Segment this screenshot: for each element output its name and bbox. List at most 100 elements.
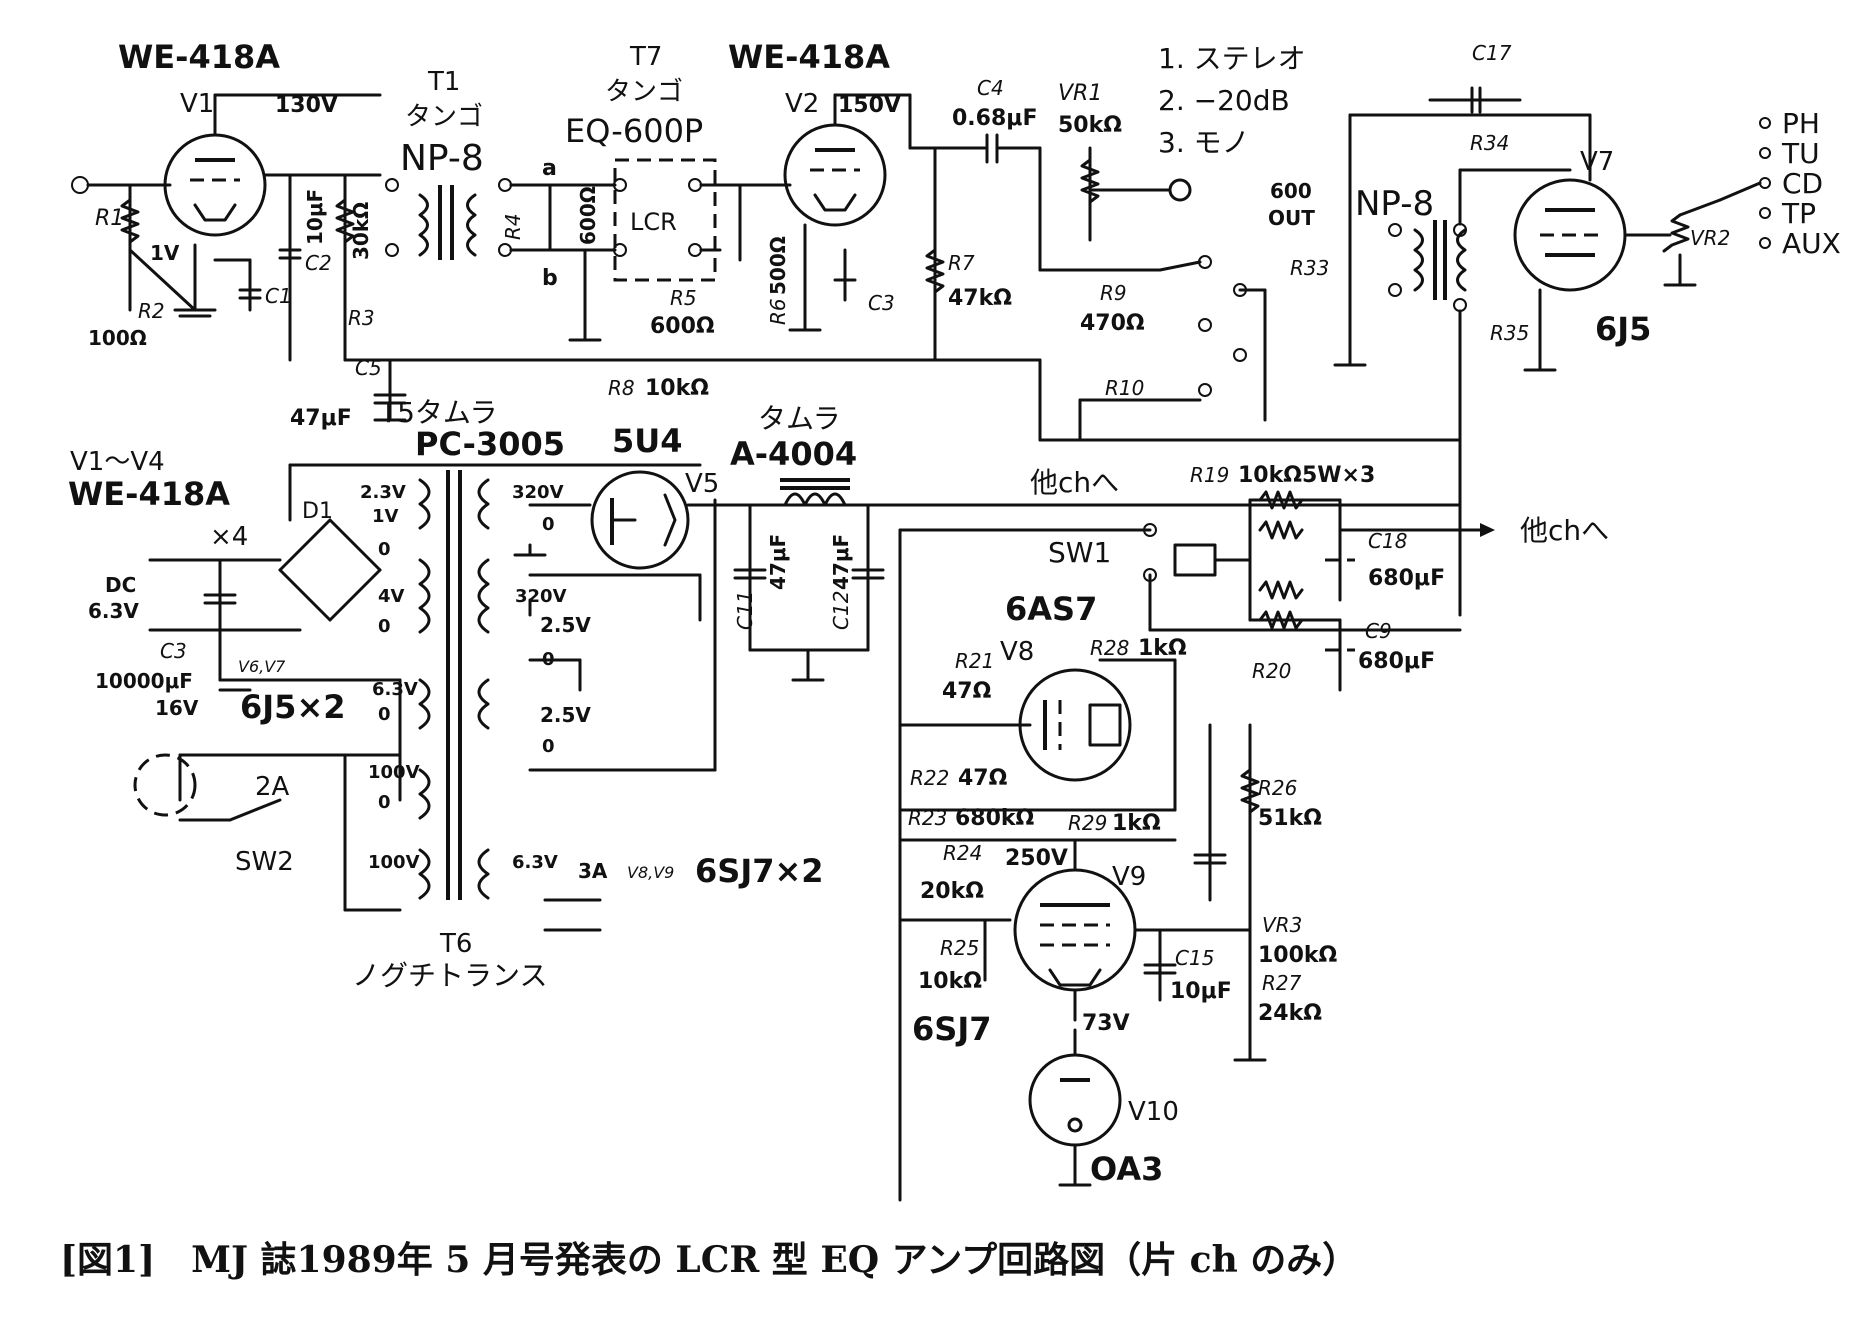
r26-value: 51kΩ: [1258, 806, 1322, 831]
c15-label: C15: [1175, 946, 1214, 970]
r4-label: R4: [501, 213, 525, 240]
input-a-label: a: [542, 156, 557, 181]
v8-label: V8: [1000, 637, 1034, 667]
other-ch-label-1: 他chへ: [1030, 466, 1119, 499]
vr1-label: VR1: [1058, 81, 1102, 106]
v1-stage: [71, 93, 937, 422]
tap-0e: 0: [542, 514, 555, 535]
input-cd[interactable]: CD: [1782, 167, 1823, 200]
mode-2-label: 2. −20dB: [1158, 84, 1290, 117]
v10-type-label: OA3: [1090, 1150, 1163, 1188]
tap-2-5v-b: 2.5V: [540, 703, 591, 727]
v10-label: V10: [1128, 1097, 1179, 1127]
r19-label: R19: [1190, 463, 1229, 487]
vr3-value: 100kΩ: [1258, 943, 1338, 968]
v7-type-label: 6J5: [1595, 310, 1651, 348]
heater-tubes-label: V1～V4: [70, 447, 165, 477]
tap-0a: 0: [378, 539, 391, 560]
mode-1-label: 1. ステレオ: [1158, 42, 1306, 75]
figure-caption: [図1] MJ 誌1989年 5 月号発表の LCR 型 EQ アンプ回路図（片…: [60, 1239, 1358, 1281]
v1-plate-voltage: 130V: [275, 93, 338, 118]
t7-label: T7: [629, 42, 662, 72]
c3a-label: C3: [868, 291, 895, 315]
vr2-label: VR2: [1690, 226, 1730, 250]
r33-label: R33: [1290, 256, 1329, 280]
v2-type-label: WE-418A: [728, 38, 890, 76]
r21-label: R21: [955, 649, 994, 673]
c3p-label: C3: [160, 639, 187, 663]
r26-resistor: [1240, 768, 1260, 814]
heater-count-label: ×4: [210, 522, 248, 552]
tap-320v-a: 320V: [512, 482, 564, 503]
c4-value: 0.68μF: [952, 106, 1038, 131]
input-dot-tu: [1759, 147, 1771, 159]
d1-label: D1: [302, 499, 333, 524]
r23-label: R23: [908, 806, 947, 830]
vr1-jack: [1168, 178, 1192, 202]
r21-value: 47Ω: [942, 679, 992, 704]
c12-label: C12: [829, 591, 853, 630]
r8-value: 10kΩ: [645, 376, 709, 401]
r2-label: R2: [138, 299, 165, 323]
r28-value: 1kΩ: [1138, 636, 1187, 661]
v8v9-label: V8,V9: [627, 863, 674, 882]
v9-error-amp: [898, 838, 1267, 1062]
t1-model: NP-8: [400, 138, 484, 179]
t5-label: T5タムラ: [379, 396, 498, 429]
r7-label: R7: [948, 251, 975, 275]
sw1-label: SW1: [1048, 536, 1111, 569]
other-ch-label-2: 他chへ: [1520, 514, 1609, 547]
r1-resistor: [120, 198, 140, 244]
r25-value: 10kΩ: [918, 969, 982, 994]
t7-inner-label: LCR: [630, 208, 677, 236]
v5-type-label: 5U4: [612, 422, 683, 460]
v1-label: V1: [180, 89, 214, 119]
r8-label: R8: [608, 376, 635, 400]
r9-label: R9: [1100, 281, 1127, 305]
v8-type-label: 6AS7: [1005, 590, 1097, 628]
dc-label: DC: [105, 573, 136, 597]
r10-label: R10: [1105, 376, 1144, 400]
r35-label: R35: [1490, 321, 1529, 345]
input-tp[interactable]: TP: [1781, 197, 1816, 230]
out-600-label: 600: [1270, 179, 1312, 203]
rectifier-v5: [590, 470, 762, 570]
c11-value: 47μF: [766, 534, 790, 590]
c4-vr1-section: [933, 133, 1462, 442]
tap-6-3v-b: 6.3V: [512, 852, 558, 873]
input-ph[interactable]: PH: [1782, 107, 1820, 140]
mode-3-label: 3. モノ: [1158, 126, 1250, 159]
out-transformer-model: NP-8: [1355, 184, 1434, 224]
c5-label: C5: [355, 356, 382, 380]
supply-filter: [898, 490, 1495, 1202]
t5-model: PC-3005: [415, 425, 565, 463]
input-tu[interactable]: TU: [1781, 137, 1820, 170]
tap-2-5v-a: 2.5V: [540, 613, 591, 637]
v8-tube-symbol: [1018, 668, 1132, 782]
t1-label: T1: [427, 67, 460, 97]
dc-voltage: 6.3V: [88, 599, 139, 623]
c18-label: C18: [1368, 529, 1407, 553]
v5-label: V5: [685, 469, 719, 499]
sj7x2-label: 6SJ7×2: [695, 852, 824, 890]
input-aux[interactable]: AUX: [1782, 227, 1841, 260]
t7-maker: タンゴ: [605, 77, 683, 107]
r3-label: R3: [348, 306, 375, 330]
tap-0f: 0: [542, 649, 555, 670]
r20-label: R20: [1252, 659, 1291, 683]
t1-transformer: [385, 178, 617, 342]
fuse-label: 2A: [255, 772, 290, 802]
r23-value: 680kΩ: [955, 806, 1035, 831]
tap-0d: 0: [378, 792, 391, 813]
r3-resistor: [335, 198, 355, 244]
tap-100v-a: 100V: [368, 762, 420, 783]
c5-value: 47μF: [290, 406, 352, 431]
input-dot-ph: [1759, 117, 1771, 129]
tap-4v: 4V: [378, 586, 405, 607]
r7-value: 47kΩ: [948, 286, 1012, 311]
tap-0g: 0: [542, 736, 555, 757]
c1-label: C1: [265, 284, 292, 308]
v2-plate-voltage: 150V: [838, 93, 901, 118]
r5-value: 600Ω: [650, 314, 715, 339]
